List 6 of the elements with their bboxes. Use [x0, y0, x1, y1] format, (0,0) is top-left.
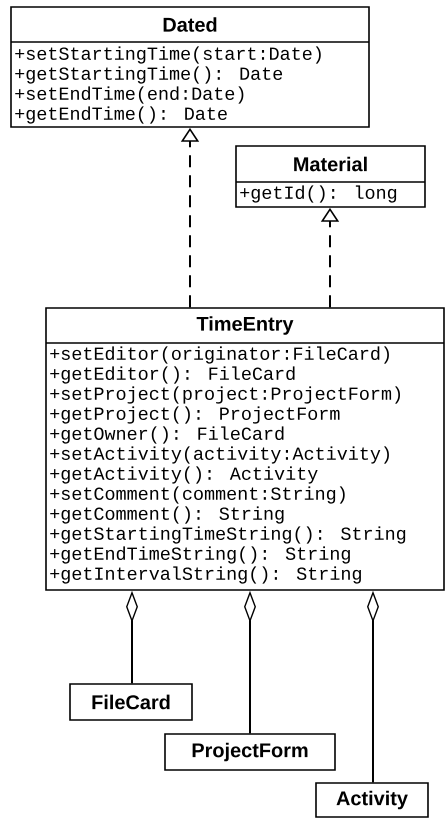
- class-box: Dated +setStartingTime(start:Date) +getStartingTime(): Date +setEndTime(end:Date) +getEndTime(): Date: [10, 6, 370, 128]
- class-box: TimeEntry +setEditor(originator:FileCard) +getEditor(): FileCard +setProject(project:ProjectForm) +getProject(): ProjectForm +getOwner(): FileCard +setActivity(activity:Activity) +getActivity(): Activity +setComment(comment:String) +getComment(): String +getStartingTimeString(): String +getEndTimeString(): String +getIntervalString(): String: [45, 307, 445, 591]
- class-name-box: ProjectForm: [164, 733, 336, 771]
- class-name-box: FileCard: [69, 683, 193, 721]
- class-name-box: Activity: [315, 782, 429, 818]
- class-box: Material +getId(): long: [235, 145, 426, 208]
